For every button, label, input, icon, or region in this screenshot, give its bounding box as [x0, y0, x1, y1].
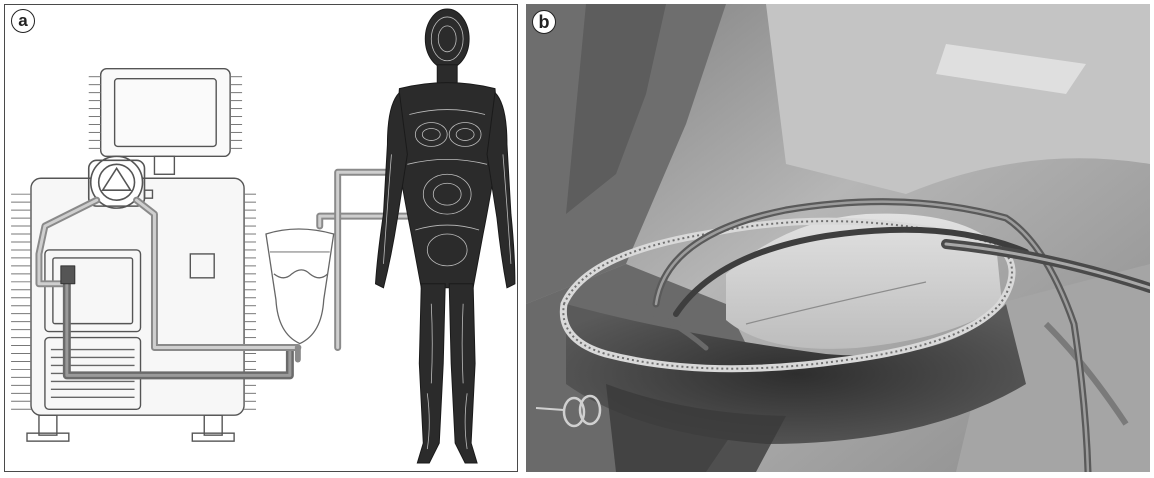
panel-a-schematic: a: [4, 4, 518, 472]
human-figure-icon: [376, 9, 515, 463]
console-icon: [11, 178, 256, 441]
surgical-photo: [526, 4, 1150, 472]
schematic-drawing: [5, 5, 517, 471]
panel-b-photograph: b: [526, 4, 1150, 472]
panel-label-b: b: [532, 10, 556, 34]
reservoir-icon: [266, 229, 334, 344]
panel-label-a: a: [11, 9, 35, 33]
